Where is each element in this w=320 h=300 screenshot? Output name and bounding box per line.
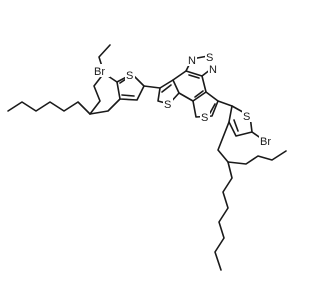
benzene-double-2 [194, 90, 204, 98]
atom-s-fused-left: S [164, 99, 171, 111]
fused-right-thiophene-double [209, 103, 216, 114]
atom-n-top: N [188, 55, 196, 67]
fused-left-thiophene [157, 79, 180, 105]
atom-s-thiadiazole: S [206, 52, 213, 64]
right-thiophene-ring [217, 105, 263, 163]
left-linker-chain [89, 98, 121, 115]
left-alkyl-chains [7, 44, 121, 115]
left-thiophene-double-bond [121, 94, 135, 97]
atom-n-right: N [209, 64, 217, 76]
atom-s-fused-right: S [201, 112, 208, 124]
left-ring-link [143, 85, 161, 89]
benzene-double-1 [188, 74, 200, 79]
right-linker-chain [217, 121, 230, 163]
atom-br-right: Br [260, 136, 271, 148]
left-butyl-chain [89, 44, 111, 115]
molecule-canvas: Br S N S N S S S Br [7, 44, 287, 271]
atom-s-left-thiophene: S [126, 70, 133, 82]
right-butyl-chain [227, 150, 287, 165]
atom-labels: Br S N S N S S S Br [93, 50, 276, 148]
right-hexyl-chain [214, 161, 233, 271]
central-benzene [172, 70, 207, 102]
fused-left-thiophene-double [161, 84, 172, 93]
right-thiophene-double-bond [233, 119, 239, 132]
atom-br-left: Br [94, 66, 105, 78]
right-alkyl-chains [214, 150, 287, 271]
right-ring-link [217, 100, 233, 107]
atom-s-right-thiophene: S [243, 111, 250, 123]
left-hexyl-chain [7, 101, 91, 115]
structure-svg: Br S N S N S S S Br [7, 44, 287, 271]
fused-right-thiophene [192, 91, 219, 118]
